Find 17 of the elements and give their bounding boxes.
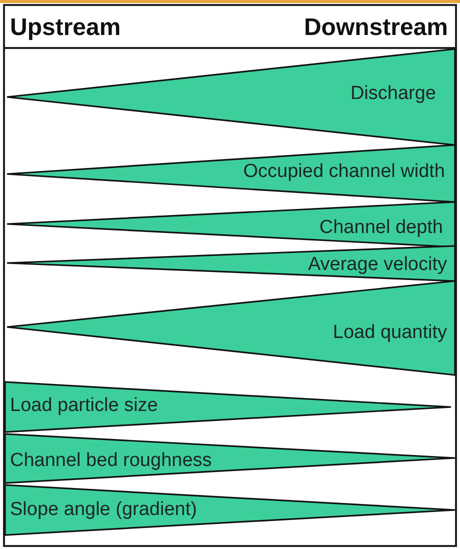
parameter-label: Channel bed roughness: [10, 451, 212, 470]
column-heading: Downstream: [304, 16, 448, 40]
parameter-label: Discharge: [350, 84, 436, 103]
wedge: [4, 484, 456, 536]
wedge: [6, 48, 456, 146]
parameter-label: Load particle size: [10, 396, 158, 415]
parameter-label: Load quantity: [332, 323, 447, 342]
parameter-label: Slope angle (gradient): [10, 500, 197, 519]
wedge: [6, 201, 456, 248]
wedge: [4, 381, 452, 433]
parameter-label: Average velocity: [308, 255, 447, 274]
parameter-label: Channel depth: [319, 218, 443, 237]
parameter-label: Occupied channel width: [243, 162, 445, 181]
wedge: [4, 433, 456, 484]
column-heading: Upstream: [10, 16, 121, 40]
wedge: [6, 144, 456, 203]
wedge: [6, 245, 456, 282]
